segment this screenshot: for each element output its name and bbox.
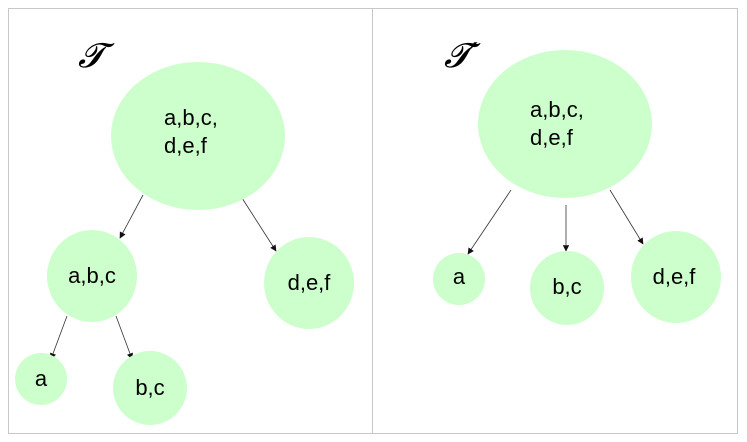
- right-root-node: [478, 50, 652, 198]
- edge-root-to-a: [467, 189, 512, 255]
- right-child-def-label: d,e,f: [653, 264, 697, 289]
- left-panel: 𝓣 a,b,c, d,e,f a,b,c d,e,f a b,c: [8, 8, 373, 434]
- right-child-bc: [530, 251, 604, 325]
- right-child-bc-label: b,c: [552, 274, 581, 299]
- edge-root-to-def: [241, 197, 277, 252]
- edge-abc-to-a: [50, 315, 68, 360]
- left-leaf-bc: [113, 351, 187, 425]
- right-child-a-label: a: [453, 264, 466, 289]
- left-node-def-label: d,e,f: [288, 270, 332, 295]
- left-node-abc-label: a,b,c: [68, 263, 116, 288]
- left-leaf-a: [15, 353, 67, 405]
- left-node-def: [264, 237, 354, 329]
- edge-root-to-abc: [119, 194, 144, 239]
- right-tree-title: 𝓣′: [444, 36, 481, 76]
- right-child-a: [433, 253, 485, 305]
- left-leaf-a-label: a: [35, 366, 48, 391]
- right-child-def: [631, 231, 721, 323]
- edge-abc-to-bc: [115, 315, 133, 360]
- left-node-abc: [47, 230, 137, 322]
- right-root-label-line2: d,e,f: [530, 125, 574, 150]
- edge-root-to-def-right: [609, 189, 644, 245]
- left-root-label-line2: d,e,f: [164, 133, 208, 158]
- left-leaf-bc-label: b,c: [135, 375, 164, 400]
- left-root-node: [111, 62, 285, 210]
- left-root-label-line1: a,b,c,: [164, 105, 218, 130]
- right-panel: 𝓣′ a,b,c, d,e,f a b,c d,e,f: [372, 8, 738, 434]
- right-root-label-line1: a,b,c,: [530, 97, 584, 122]
